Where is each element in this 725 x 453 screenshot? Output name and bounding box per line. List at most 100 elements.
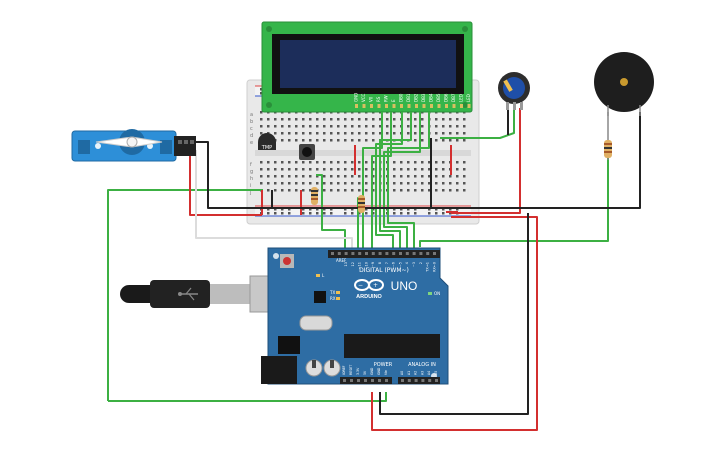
row-letter: c	[250, 126, 253, 132]
digital-pin-label: ~10	[364, 262, 368, 269]
usb-chip	[314, 291, 326, 303]
rx-label: RX	[330, 296, 336, 301]
row-letter: g	[250, 169, 253, 175]
analog-pin-label: A4	[427, 371, 431, 375]
power-pin-label: 3.3V	[356, 367, 360, 375]
black-wire-gnd	[379, 213, 529, 415]
digital-header[interactable]	[328, 250, 440, 258]
lcd-pin-label: DB0	[399, 93, 404, 102]
green-wire-buzzer	[419, 158, 609, 247]
lcd-pin-label: DB4	[429, 93, 434, 102]
digital-pin-label: 8	[378, 262, 382, 264]
resistor-2[interactable]	[358, 195, 365, 213]
lcd-pin	[430, 104, 433, 108]
lcd-pin	[445, 104, 448, 108]
digital-pin-label: 4	[405, 261, 409, 264]
digital-pin-label: 2	[419, 262, 423, 264]
on-label: ON	[434, 291, 440, 296]
lcd-pin	[385, 104, 388, 108]
analog-pin-label: A2	[414, 371, 418, 375]
red-wire-5v	[371, 216, 538, 431]
power-label: POWER	[374, 362, 393, 368]
push-button[interactable]	[299, 144, 315, 160]
lcd-pin-label: VCC	[361, 93, 366, 102]
green-wire-button	[316, 174, 346, 248]
green-wire-lcd-2	[371, 112, 392, 248]
servo-motor[interactable]	[71, 129, 196, 162]
lcd-pin-label: DB7	[451, 93, 456, 102]
black-wire-servo-gnd	[194, 112, 641, 209]
analog-header[interactable]	[398, 377, 440, 384]
digital-pin-label: ~3	[412, 262, 416, 267]
row-letters-left: a b c d e f g h i j	[249, 112, 253, 196]
power-pin-label: 5V	[363, 370, 367, 375]
digital-pin-label: TX→1	[426, 262, 430, 273]
piezo-buzzer[interactable]	[594, 52, 654, 116]
l-label: L	[322, 273, 325, 278]
digital-pin-label: ~5	[398, 262, 402, 267]
digital-pin-label: 7	[385, 262, 389, 264]
lcd-pin	[407, 104, 411, 108]
tmp-label: TMP	[261, 145, 272, 151]
digital-header-label: DIGITAL (PWM~)	[359, 267, 409, 274]
model-label: UNO	[391, 279, 418, 293]
lcd-pin	[362, 104, 366, 108]
analog-pin-label: A3	[420, 371, 424, 375]
red-wire-servo-power	[189, 150, 262, 216]
power-pin-label: IOREF	[342, 365, 346, 375]
lcd-pin	[392, 104, 396, 108]
lcd-pin-label: RW	[384, 95, 389, 102]
lcd-pin	[437, 104, 441, 108]
potentiometer[interactable]	[498, 72, 530, 110]
voltage-regulator	[278, 336, 300, 354]
lcd-pin	[377, 104, 381, 108]
usb-cable	[120, 275, 289, 313]
green-wire-pot	[440, 108, 515, 139]
lcd-pin-label: E	[391, 99, 396, 102]
row-letter: f	[250, 162, 252, 168]
svg-text:−: −	[358, 282, 363, 289]
resistor-buzzer[interactable]	[604, 112, 612, 160]
atmega-chip	[344, 334, 440, 358]
digital-pin-label: RX←0	[432, 262, 436, 272]
resistor-1[interactable]	[311, 187, 318, 205]
lcd-pin-label: RS	[376, 96, 381, 102]
temperature-sensor[interactable]: TMP	[258, 133, 276, 151]
green-wire-lcd-5	[383, 112, 421, 248]
power-pin-label: RESET	[349, 365, 353, 375]
power-pin-label: GND	[377, 367, 381, 375]
lcd-pin	[400, 104, 403, 108]
lcd-pin-label: GND	[354, 93, 359, 102]
power-jack[interactable]	[261, 356, 297, 384]
lcd-pin	[460, 104, 463, 108]
white-wire-servo	[195, 150, 353, 248]
lcd-screen	[280, 40, 456, 88]
row-letter: i	[250, 183, 251, 189]
row-letter: b	[250, 119, 253, 125]
green-wire-servo-signal	[107, 189, 263, 401]
digital-pin-label: ~9	[371, 262, 375, 267]
analog-pin-label: A5	[434, 371, 438, 375]
red-wire-pot	[451, 108, 521, 214]
lcd-pin-label: DB3	[421, 93, 426, 102]
analog-pin-label: A1	[407, 371, 411, 375]
lcd-pin	[422, 104, 426, 108]
svg-text:+: +	[373, 282, 378, 289]
power-pin-label: Vin	[384, 370, 388, 375]
row-letter: d	[250, 133, 253, 139]
lcd-pin-label: DB1	[406, 93, 411, 102]
lcd-pin-label: LED	[466, 94, 471, 102]
lcd-pin	[415, 104, 418, 108]
lcd-pin	[452, 104, 456, 108]
lcd-pin-label: LED	[459, 94, 464, 102]
green-wire-lcd-3	[375, 112, 403, 248]
digital-pin-label: 13	[344, 262, 348, 266]
lcd-pin	[370, 104, 373, 108]
row-letter: a	[250, 112, 253, 118]
green-wire-lcd-6	[387, 112, 430, 248]
